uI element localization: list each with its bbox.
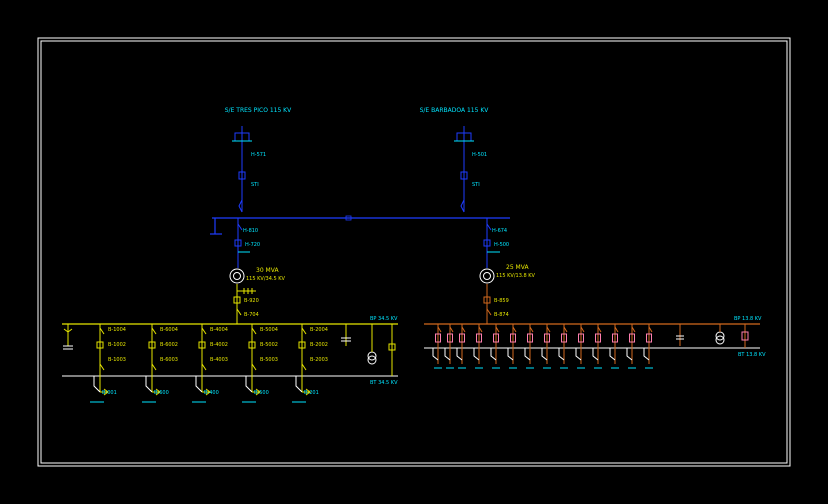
mv-feeder-label: B-6003	[160, 357, 178, 363]
mv-feeder-out-label: B-001	[102, 390, 117, 396]
transformer-2-rating: 25 MVA	[506, 264, 529, 271]
transformer-2-bay: H-674 H-500 25 MVA 115 KV/13.8 KV	[479, 218, 536, 284]
mv-feeder-label: B-5002	[260, 342, 278, 348]
lv-feeder	[456, 324, 466, 369]
source-2-ct	[460, 171, 468, 180]
lv-feeder	[444, 324, 454, 369]
transformer-1-hv-switch: H-810	[243, 228, 258, 234]
source-1-ct-label: STI	[251, 182, 259, 188]
mv-feeder-label: B-4003	[210, 357, 228, 363]
transformer-1-lv-bay: B-920 B-704	[233, 284, 259, 324]
mv-feeder	[142, 324, 161, 403]
mv-feeder-label: B-1004	[108, 327, 126, 333]
mv-feeder-label: B-5004	[260, 327, 278, 333]
transformer-2-lv-bay: B-859 B-874	[483, 284, 509, 324]
mv-bus-label: BP 34.5 KV	[370, 316, 398, 322]
mv-feeder-label: B-4002	[210, 342, 228, 348]
mv-feeder	[292, 324, 311, 403]
mv-switchgear	[62, 323, 398, 377]
lv-feeder	[524, 324, 534, 369]
transformer-2-lv-breaker: B-859	[494, 298, 509, 304]
transformer-1-lv-breaker: B-920	[244, 298, 259, 304]
lv-feeder	[575, 324, 585, 369]
source-1-switch-label: H-571	[251, 152, 266, 158]
mv-feeder	[192, 324, 211, 403]
source-2-label: S/E BARBADOA 115 KV	[420, 107, 490, 114]
transformer-2-hv-breaker: H-500	[494, 242, 509, 248]
mv-feeder-label: B-4004	[210, 327, 228, 333]
lv-feeder	[558, 324, 568, 369]
outer-frame	[37, 37, 791, 467]
lv-feeder	[609, 324, 619, 369]
lv-feeder	[541, 324, 551, 369]
transformer-1-bay: H-810 H-720 30 MVA 115 KV/34.5 KV	[229, 218, 286, 284]
mv-feeder-label: B-2003	[310, 357, 328, 363]
mv-feeder-label: B-5003	[260, 357, 278, 363]
source-1-label: S/E TRES PICO 115 KV	[225, 107, 292, 114]
transformer-1-rating: 30 MVA	[256, 267, 279, 274]
lv-transfer-label: BT 13.8 KV	[738, 352, 766, 358]
mv-feeder-label: B-1003	[108, 357, 126, 363]
lv-switchgear	[424, 323, 760, 349]
mv-feeder-label: B-6002	[160, 342, 178, 348]
source-2: S/E BARBADOA 115 KV H-501 STI	[420, 107, 490, 213]
mv-transfer-label: BT 34.5 KV	[370, 380, 398, 386]
mv-feeder	[90, 324, 109, 403]
lv-feeder	[592, 324, 602, 369]
lv-feeder	[490, 324, 500, 369]
lv-feeder	[507, 324, 517, 369]
transformer-2-hv-switch: H-674	[492, 228, 507, 234]
transformer-2-voltage: 115 KV/13.8 KV	[496, 273, 536, 279]
mv-feeder	[242, 324, 261, 403]
mv-feeder-out-label: B-500	[254, 390, 269, 396]
hv-bus	[210, 215, 510, 235]
mv-feeder-label: B-6004	[160, 327, 178, 333]
lv-feeder	[473, 324, 483, 369]
lv-feeder	[643, 324, 653, 369]
source-2-switch-label: H-501	[472, 152, 487, 158]
source-1: S/E TRES PICO 115 KV H-571 STI	[225, 107, 292, 213]
lv-bus-label: BP 13.8 KV	[734, 316, 762, 322]
mv-feeder-label: B-2004	[310, 327, 328, 333]
mv-feeder-label: B-1002	[108, 342, 126, 348]
mv-feeder-out-label: B-201	[304, 390, 319, 396]
lv-feeders	[432, 324, 653, 369]
source-2-ct-label: STI	[472, 182, 480, 188]
lv-feeder	[432, 324, 442, 369]
transformer-1-voltage: 115 KV/34.5 KV	[246, 276, 286, 282]
transformer-2-lv-switch: B-874	[494, 312, 509, 318]
transformer-1-symbol	[229, 268, 245, 284]
mv-feeder-label: B-2002	[310, 342, 328, 348]
inner-frame	[40, 40, 788, 464]
transformer-2-symbol	[479, 268, 495, 284]
mv-feeder-out-label: B-600	[154, 390, 169, 396]
transformer-1-lv-switch: B-704	[244, 312, 259, 318]
transformer-1-hv-breaker: H-720	[245, 242, 260, 248]
source-1-ct	[238, 171, 246, 180]
lv-feeder	[626, 324, 636, 369]
mv-feeder-out-label: B-400	[204, 390, 219, 396]
